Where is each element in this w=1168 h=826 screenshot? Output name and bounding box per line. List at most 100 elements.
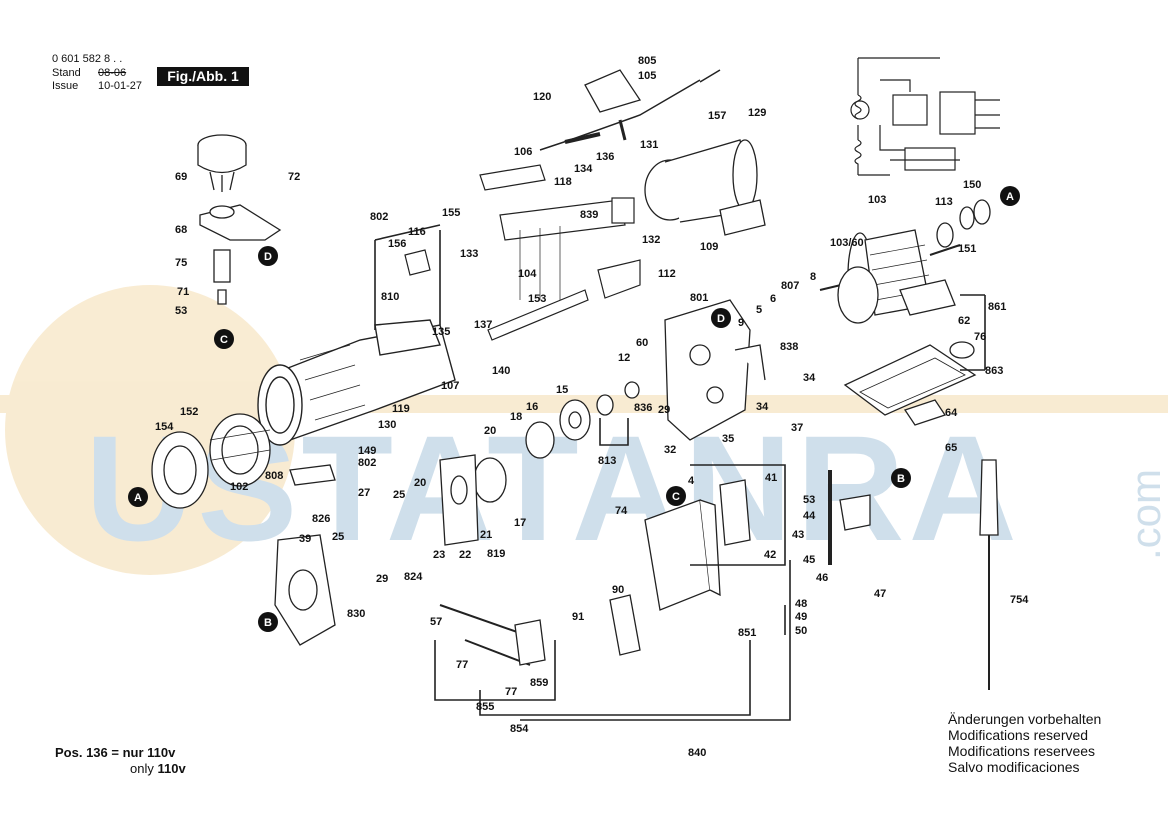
power-cable: [539, 69, 721, 151]
svg-text:C: C: [220, 334, 228, 346]
figure-tag: Fig./Abb. 1: [157, 67, 249, 86]
part-label: 90: [612, 584, 624, 596]
marker-d-left: D: [258, 246, 278, 266]
part-label: 156: [388, 238, 406, 250]
part-label: 50: [795, 625, 807, 637]
part-label: 27: [358, 487, 370, 499]
screwdriver-tool: [979, 459, 999, 690]
knob-part: [197, 134, 282, 305]
part-label: 103/60: [830, 237, 864, 249]
part-label: 116: [408, 226, 426, 238]
part-label: 20: [484, 425, 496, 437]
part-label: 140: [492, 365, 510, 377]
part-label: 45: [803, 554, 815, 566]
part-label: 810: [381, 291, 399, 303]
part-label: 46: [816, 572, 828, 584]
part-label: 134: [574, 163, 593, 175]
marker-d-center: D: [711, 308, 731, 328]
cover-plates: [274, 454, 479, 646]
part-label: 754: [1010, 594, 1029, 606]
field-coil: [209, 413, 271, 487]
part-label: 32: [664, 444, 676, 456]
rear-cap: [151, 431, 209, 509]
part-label: 851: [738, 627, 756, 639]
part-label: 9: [738, 317, 744, 329]
part-label: 813: [598, 455, 616, 467]
part-label: 855: [476, 701, 494, 713]
part-label: 21: [480, 529, 492, 541]
part-label: 37: [791, 422, 803, 434]
part-label: 136: [596, 151, 614, 163]
modification-notes: Änderungen vorbehalten Modifications res…: [948, 711, 1101, 775]
part-label: 62: [958, 315, 970, 327]
part-label: 35: [722, 433, 734, 445]
part-label: 25: [332, 531, 344, 543]
switch-assembly: [404, 164, 641, 341]
marker-a-right: A: [1000, 186, 1020, 206]
part-label: 151: [958, 243, 976, 255]
svg-text:D: D: [264, 251, 272, 263]
part-label: 43: [792, 529, 804, 541]
stand-value: 08-06: [98, 67, 127, 79]
part-label: 102: [230, 481, 248, 493]
part-label: 839: [580, 209, 598, 221]
part-label: 859: [530, 677, 548, 689]
part-label: 44: [803, 510, 816, 522]
part-label: 112: [658, 268, 676, 280]
part-label: 34: [756, 401, 769, 413]
sleeve-cylinder: [584, 69, 766, 236]
part-label: 802: [358, 457, 376, 469]
svg-text:D: D: [717, 313, 725, 325]
svg-text:C: C: [672, 491, 680, 503]
part-label: 29: [658, 404, 670, 416]
voltage-note-alt-prefix: only: [130, 761, 154, 776]
connector-markers: A B C D A B C D: [128, 186, 1020, 632]
part-label: 77: [505, 686, 517, 698]
part-label: 76: [974, 331, 986, 343]
part-label: 49: [795, 611, 807, 623]
part-label: 150: [963, 179, 981, 191]
part-label: 805: [638, 55, 656, 67]
part-label: 130: [378, 419, 396, 431]
gear-housing: [664, 299, 766, 441]
part-label: 819: [487, 548, 505, 560]
part-label: 863: [985, 365, 1003, 377]
part-label: 53: [803, 494, 815, 506]
marker-b-left: B: [258, 612, 278, 632]
part-label: 149: [358, 445, 376, 457]
part-label: 53: [175, 305, 187, 317]
issue-value: 10-01-27: [98, 80, 143, 92]
part-label: 6: [770, 293, 776, 305]
part-label: 17: [514, 517, 526, 529]
part-label: 41: [765, 472, 777, 484]
part-label: 107: [441, 380, 459, 392]
note-es: Salvo modificaciones: [948, 759, 1080, 775]
voltage-note-prefix: Pos. 136 = nur: [55, 745, 144, 760]
part-label: 75: [175, 257, 187, 269]
part-label: 155: [442, 207, 460, 219]
stand-label: Stand: [52, 67, 81, 79]
part-label: 113: [935, 196, 953, 208]
part-label: 65: [945, 442, 957, 454]
note-fr: Modifications reservees: [948, 743, 1096, 759]
svg-text:A: A: [134, 492, 142, 504]
part-label: 72: [288, 171, 300, 183]
part-label: 42: [764, 549, 776, 561]
part-label: 47: [874, 588, 886, 600]
part-label: 154: [155, 421, 174, 433]
svg-text:A: A: [1006, 191, 1014, 203]
part-label: 109: [700, 241, 718, 253]
part-label: 129: [748, 107, 766, 119]
part-label: 15: [556, 384, 568, 396]
part-label: 69: [175, 171, 187, 183]
part-label: 20: [414, 477, 426, 489]
part-label: 64: [945, 407, 958, 419]
part-label: 34: [803, 372, 816, 384]
part-label: 854: [510, 723, 529, 735]
part-label: 801: [690, 292, 708, 304]
part-label: 60: [636, 337, 648, 349]
marker-a-left: A: [128, 487, 148, 507]
part-label: 74: [615, 505, 628, 517]
